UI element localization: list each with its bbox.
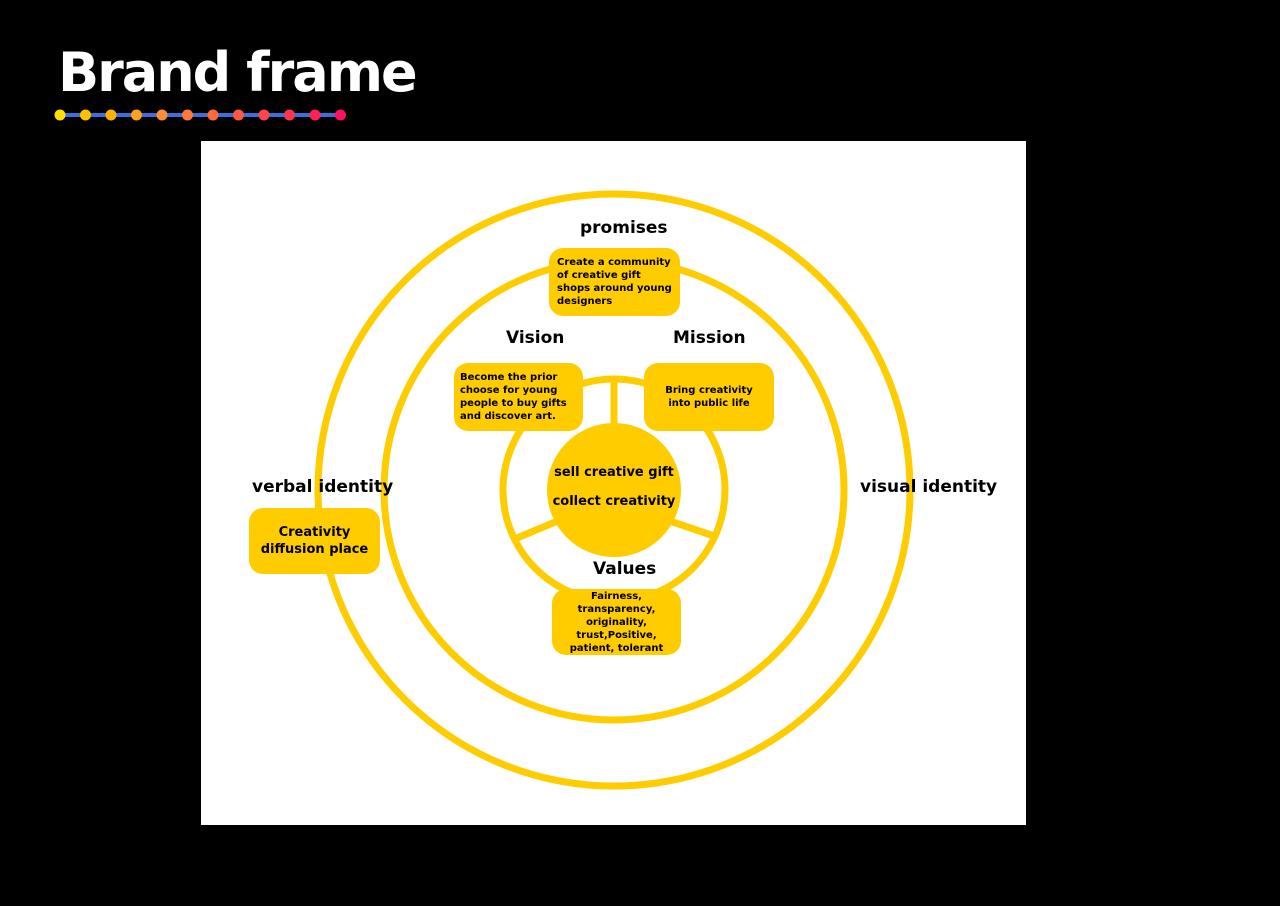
values-box-text: Fairness, transparency, originality, tru… (569, 590, 664, 654)
title-dot (182, 109, 193, 121)
title-dot (105, 109, 117, 121)
vision-box-text: Become the prior choose for young people… (460, 372, 567, 422)
title-dot (258, 109, 270, 121)
title-dot (233, 109, 244, 121)
vision-label: Vision (506, 328, 565, 348)
core-text-line-1: sell creative gift (554, 465, 674, 480)
mission-box: Bring creativity into public life (644, 363, 774, 431)
page-title: Brand frame (58, 41, 418, 104)
verbal-identity-box: Creativity diffusion place (249, 508, 380, 574)
title-dot (80, 109, 91, 121)
visual-identity-label: visual identity (860, 477, 998, 497)
title-dot (284, 109, 295, 121)
mission-box-text: Bring creativity into public life (665, 385, 753, 409)
dots-connector-line (58, 113, 342, 117)
values-box: Fairness, transparency, originality, tru… (552, 589, 681, 655)
outer-ring (314, 190, 914, 790)
promises-label: promises (580, 218, 668, 238)
title-dot (54, 109, 66, 121)
promises-box-text: Create a community of creative gift shop… (557, 257, 672, 307)
mission-label: Mission (673, 328, 746, 348)
title-decoration-dots (54, 109, 346, 121)
title-dot (156, 109, 168, 121)
title-dot (207, 109, 219, 121)
verbal-identity-label: verbal identity (252, 477, 394, 497)
inner-ring-divider-right (665, 516, 716, 540)
verbal-identity-box-text: Creativity diffusion place (260, 525, 369, 557)
brand-frame-diagram: promises Create a community of creative … (201, 141, 1026, 825)
inner-ring-divider-left (515, 516, 562, 542)
title-dot (335, 109, 346, 121)
values-label: Values (593, 559, 657, 579)
core-circle (547, 423, 681, 557)
promises-box: Create a community of creative gift shop… (549, 248, 680, 316)
vision-box: Become the prior choose for young people… (454, 363, 583, 431)
title-dot (309, 109, 321, 121)
core-text-line-2: collect creativity (552, 494, 676, 509)
title-dot (131, 109, 142, 121)
